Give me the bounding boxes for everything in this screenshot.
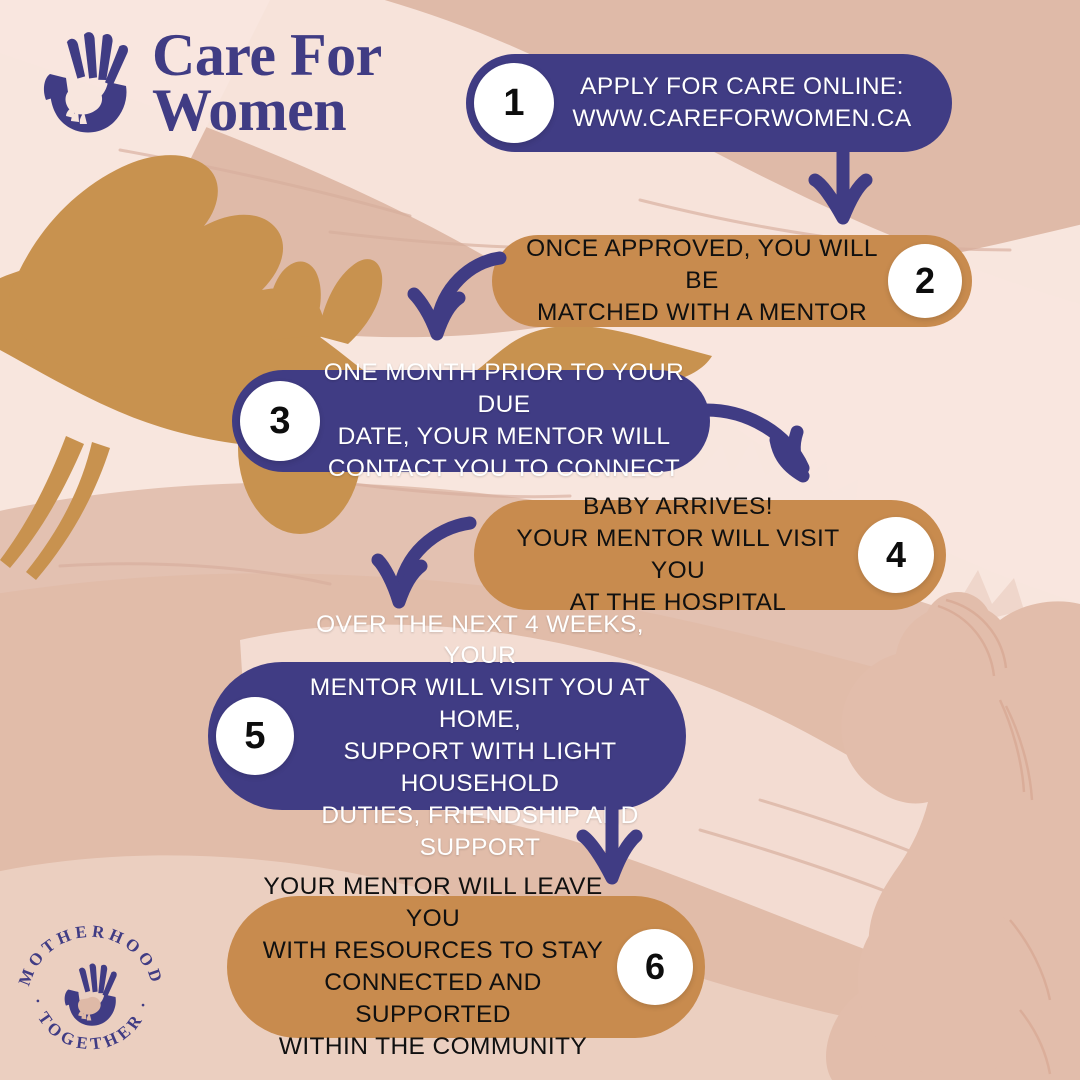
step-5[interactable]: 5 OVER THE NEXT 4 WEEKS, YOUR MENTOR WIL…	[208, 611, 686, 861]
motherhood-together-seal: MOTHERHOOD · TOGETHER ·	[15, 922, 168, 1054]
step-3-text: ONE MONTH PRIOR TO YOUR DUE DATE, YOUR M…	[323, 359, 685, 482]
step-3[interactable]: 3 ONE MONTH PRIOR TO YOUR DUE DATE, YOUR…	[232, 359, 710, 482]
step-2[interactable]: ONCE APPROVED, YOU WILL BE MATCHED WITH …	[492, 235, 972, 327]
step-6[interactable]: YOUR MENTOR WILL LEAVE YOU WITH RESOURCE…	[227, 873, 705, 1060]
step-2-number: 2	[888, 244, 962, 318]
seal-helping-hands-icon	[64, 963, 117, 1026]
step-4-text: BABY ARRIVES! YOUR MENTOR WILL VISIT YOU…	[516, 493, 840, 616]
step-2-text: ONCE APPROVED, YOU WILL BE MATCHED WITH …	[526, 235, 878, 326]
brand-name: Care For Women	[152, 22, 382, 144]
step-1-text: APPLY FOR CARE ONLINE: WWW.CAREFORWOMEN.…	[572, 73, 912, 132]
step-6-number: 6	[617, 929, 693, 1005]
step-1-number: 1	[474, 63, 554, 143]
step-5-number: 5	[216, 697, 294, 775]
step-4-number: 4	[858, 517, 934, 593]
step-3-number: 3	[240, 381, 320, 461]
helping-hands-icon	[43, 32, 128, 133]
seal-top-text: MOTHERHOOD	[15, 922, 168, 989]
step-6-text: YOUR MENTOR WILL LEAVE YOU WITH RESOURCE…	[262, 873, 604, 1060]
step-4[interactable]: BABY ARRIVES! YOUR MENTOR WILL VISIT YOU…	[474, 493, 946, 616]
brand-logo: Care For Women	[30, 22, 382, 144]
step-1[interactable]: 1 APPLY FOR CARE ONLINE: WWW.CAREFORWOME…	[466, 54, 952, 152]
step-5-text: OVER THE NEXT 4 WEEKS, YOUR MENTOR WILL …	[309, 610, 651, 861]
